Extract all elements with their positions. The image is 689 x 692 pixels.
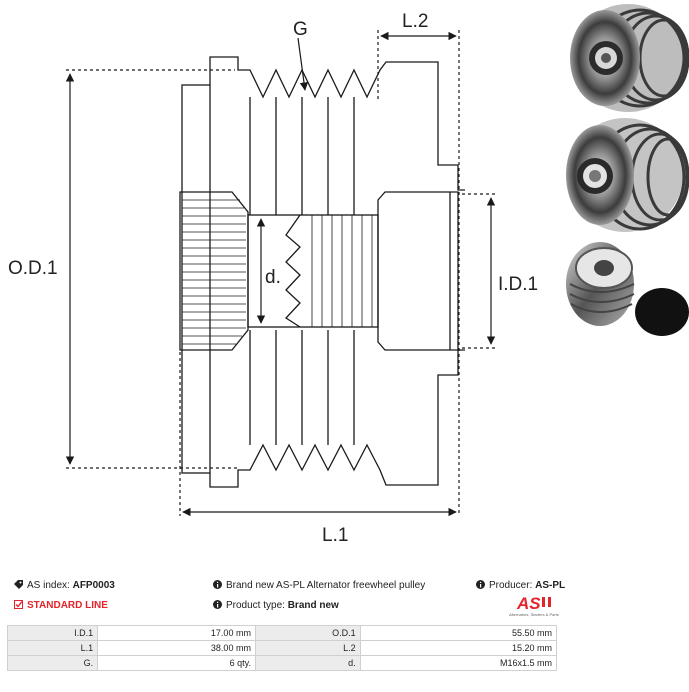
spec-value: 15.20 mm: [359, 640, 558, 656]
technical-drawing: G L.2 O.D.1 d. I.D.1 L.1: [8, 4, 689, 546]
producer-value: AS-PL: [535, 580, 566, 591]
info-icon: [213, 600, 222, 609]
label-l1: L.1: [322, 525, 348, 546]
pulley-outline: [179, 56, 465, 488]
spec-value: M16x1.5 mm: [359, 655, 558, 671]
table-row: G.6 qty.d.M16x1.5 mm: [6, 655, 558, 671]
spec-value: 38.00 mm: [97, 640, 256, 656]
thread-hatching: [311, 215, 373, 327]
tag-icon: [14, 580, 23, 589]
product-photo-top: [570, 4, 689, 112]
svg-text:AS: AS: [516, 594, 541, 613]
info-icon: [213, 580, 222, 589]
label-l2: L.2: [402, 11, 428, 32]
label-d: d.: [265, 267, 281, 288]
spec-value: 6 qty.: [97, 655, 256, 671]
as-index-value: AFP0003: [72, 580, 115, 591]
checkbox-icon: [14, 600, 23, 609]
dimension-lines: [65, 30, 496, 517]
product-photo-middle: [566, 118, 689, 232]
svg-text:Alternators, Starters & Parts: Alternators, Starters & Parts: [509, 612, 559, 617]
spec-value: 17.00 mm: [97, 625, 256, 641]
as-pl-logo: AS Alternators, Starters & Parts: [507, 593, 559, 624]
label-g: G: [293, 19, 308, 40]
standard-line: STANDARD LINE: [14, 600, 108, 612]
label-id1: I.D.1: [498, 274, 538, 295]
as-index: AS index: AFP0003: [14, 580, 115, 592]
spec-key: d.: [254, 655, 361, 671]
producer: Producer: AS-PL: [476, 580, 565, 592]
product-type: Product type: Brand new: [213, 600, 339, 612]
product-photo-bottom: [566, 242, 689, 336]
description: Brand new AS-PL Alternator freewheel pul…: [213, 580, 425, 592]
spec-key: G.: [6, 655, 99, 671]
info-icon: [476, 580, 485, 589]
spec-key: I.D.1: [6, 625, 99, 641]
spline-hatching: [182, 199, 246, 345]
spec-key: L.2: [254, 640, 361, 656]
spec-value: 55.50 mm: [359, 625, 558, 641]
spec-key: O.D.1: [254, 625, 361, 641]
product-type-value: Brand new: [287, 600, 339, 611]
label-od1: O.D.1: [8, 258, 58, 279]
spec-key: L.1: [6, 640, 99, 656]
